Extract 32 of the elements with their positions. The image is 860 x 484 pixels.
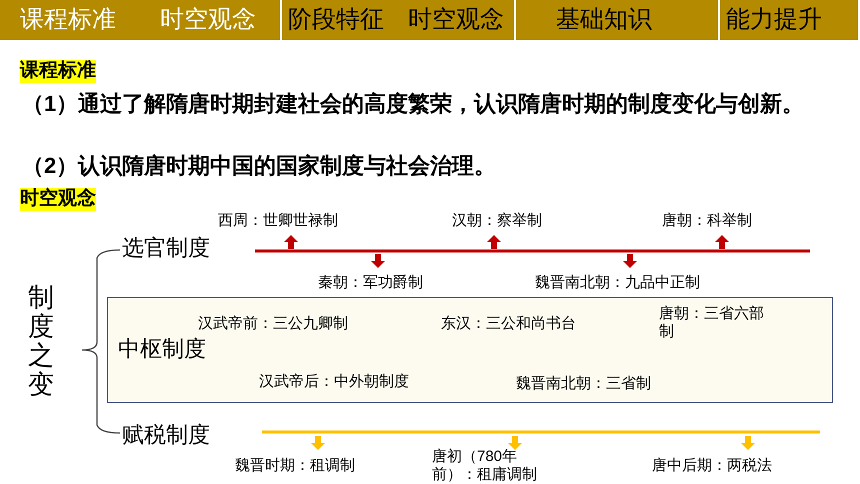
- tab-label: 阶段特征: [288, 5, 384, 35]
- category-label: 赋税制度: [122, 422, 210, 448]
- heading-label: 课程标准: [20, 60, 96, 83]
- event-label: 汉武帝前：三公九卿制: [198, 315, 348, 333]
- event-label: 汉武帝后：中外朝制度: [259, 373, 409, 391]
- category-label: 中枢制度: [118, 336, 206, 362]
- tab: [516, 0, 720, 40]
- event-label: 东汉：三公和尚书台: [441, 315, 576, 333]
- tab-label: 基础知识: [556, 5, 652, 35]
- tab-label: 课程标准: [20, 5, 116, 35]
- tab-label: 时空观念: [408, 5, 504, 35]
- event-label: 唐中后期：两税法: [652, 457, 772, 475]
- tab: [720, 0, 860, 40]
- tab-label: 时空观念: [160, 5, 256, 35]
- event-label: 唐初（780年前）：租庸调制: [432, 448, 538, 484]
- tab-label: 能力提升: [726, 5, 822, 35]
- framed-panel: [107, 297, 833, 403]
- event-label: 唐朝：三省六部制: [659, 305, 765, 341]
- event-label: 魏晋时期：租调制: [235, 457, 355, 475]
- paragraph: （2）认识隋唐时期中国的国家制度与社会治理。: [22, 153, 496, 180]
- event-label: 魏晋南北朝：三省制: [516, 375, 651, 393]
- tab: [0, 0, 282, 40]
- tab: [282, 0, 516, 40]
- paragraph: （1）通过了解隋唐时期封建社会的高度繁荣，认识隋唐时期的制度变化与创新。: [22, 90, 806, 118]
- event-label: 汉朝：察举制: [452, 212, 542, 230]
- category-label: 选官制度: [122, 235, 210, 262]
- event-label: 魏晋南北朝：九品中正制: [535, 274, 700, 292]
- heading-label: 时空观念: [20, 188, 96, 211]
- event-label: 秦朝：军功爵制: [318, 274, 423, 292]
- category-label: 制度之变: [28, 283, 55, 399]
- event-label: 唐朝：科举制: [662, 212, 752, 230]
- event-label: 西周：世卿世禄制: [218, 212, 338, 230]
